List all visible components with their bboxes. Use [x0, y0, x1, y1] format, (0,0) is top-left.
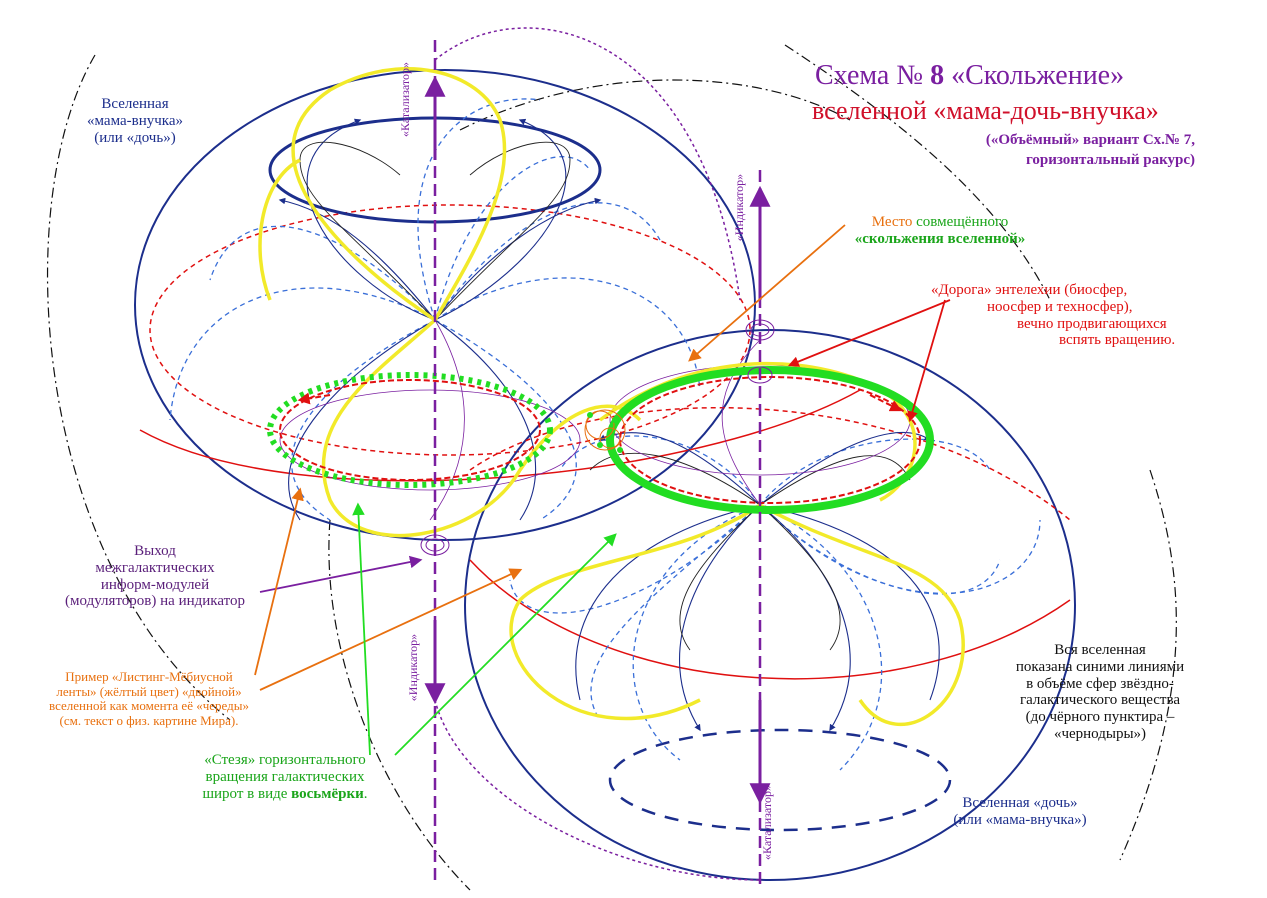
mobius-band-yellow	[258, 67, 965, 726]
label-line-prefix: широт в виде	[202, 785, 292, 802]
label-place-prefix: Место	[871, 214, 913, 230]
label-line-bold: восьмёрки	[291, 785, 364, 802]
title-prefix: Схема №	[815, 60, 931, 91]
label-universe-top-left: Вселенная «мама-внучка» (или «дочь»)	[60, 96, 210, 146]
axis-spirals	[420, 319, 775, 556]
label-line: Выход	[134, 543, 176, 559]
junction-green-dots	[587, 412, 623, 453]
label-sliding-place: Место совмещённого «скольжения вселенной…	[830, 214, 1050, 248]
label-line: Вся вселенная	[1054, 642, 1146, 658]
label-line: (модуляторов) на индикатор	[65, 593, 245, 610]
label-line: Вселенная	[101, 96, 169, 112]
label-road-entelechy: «Дорога» энтелехии (биосфер, ноосфер и т…	[925, 282, 1200, 349]
page-title: Схема № 8 «Скольжение»	[815, 60, 1205, 91]
field-lines-black	[299, 141, 911, 651]
label-line: ноосфер и техносфер),	[987, 298, 1133, 315]
label-line: в объёме сфер звёздно-	[1026, 675, 1174, 692]
sphere-top-left	[134, 69, 861, 541]
label-line: «чернодыры»)	[1053, 725, 1147, 742]
label-line: вращения галактических	[205, 768, 365, 785]
label-figure-eight-path: «Стезя» горизонтального вращения галакти…	[175, 752, 395, 802]
axis-label-indicator-right: «Индикатор»	[732, 173, 747, 242]
page-subtitle: вселенной «мама-дочь-внучка»	[812, 96, 1159, 125]
label-line: Вселенная «дочь»	[962, 795, 1078, 811]
sphere-bottom-right	[464, 329, 1076, 881]
label-line: вспять вращению.	[1059, 332, 1176, 349]
label-universe-bottom-right: Вселенная «дочь» (или «мама-внучка»)	[925, 795, 1115, 829]
label-line: ленты» (жёлтый цвет) «двойной»	[56, 683, 242, 699]
label-line: галактического вещества	[1019, 692, 1181, 709]
field-lines-navy	[278, 118, 940, 732]
label-line: показана синими линиями	[1015, 658, 1185, 675]
axis-label-catalizator-top: «Катализатор»	[397, 62, 412, 137]
label-place-rest: совмещённого	[912, 214, 1009, 230]
label-place-line2: «скольжения вселенной»	[854, 230, 1026, 247]
label-line: «мама-внучка»	[87, 112, 183, 129]
axis-label-indicator-bottom: «Индикатор»	[406, 633, 421, 702]
label-line: межгалактических	[95, 559, 215, 576]
title-number: 8	[930, 60, 945, 91]
label-line: вечно продвигающихся	[1017, 315, 1167, 332]
title-note-2: горизонтальный ракурс)	[1025, 152, 1195, 168]
vertical-axes	[424, 27, 771, 890]
label-line: «Дорога» энтелехии (биосфер,	[931, 282, 1128, 298]
label-line: «Стезя» горизонтального	[204, 752, 366, 768]
label-line: (до чёрного пунктира –	[1025, 709, 1175, 726]
label-mobius-example: Пример «Листинг-Мёбиусной ленты» (жёлтый…	[38, 669, 260, 728]
label-line: (или «мама-внучка»)	[953, 811, 1087, 828]
label-line: вселенной как момента её «череды»	[49, 698, 249, 714]
title-name: «Скольжение»	[944, 60, 1125, 91]
axis-label-catalizator-bottom: «Катализатор»	[759, 785, 774, 860]
label-info-modules-exit: Выход межгалактических информ-модулей (м…	[40, 543, 270, 610]
road-entelechy-red	[279, 376, 921, 504]
label-line: (или «дочь»)	[94, 129, 176, 146]
label-line: Пример «Листинг-Мёбиусной	[65, 669, 233, 684]
sliding-junction	[584, 409, 626, 451]
label-whole-universe: Вся вселенная показана синими линиями в …	[995, 642, 1205, 743]
label-line: (см. текст о физ. картине Мира).	[59, 712, 239, 728]
label-line-suffix: .	[363, 785, 368, 802]
label-line: информ-модулей	[100, 576, 210, 593]
title-note-1: («Объёмный» вариант Сх.№ 7,	[985, 132, 1195, 148]
pointer-lines	[254, 224, 951, 756]
